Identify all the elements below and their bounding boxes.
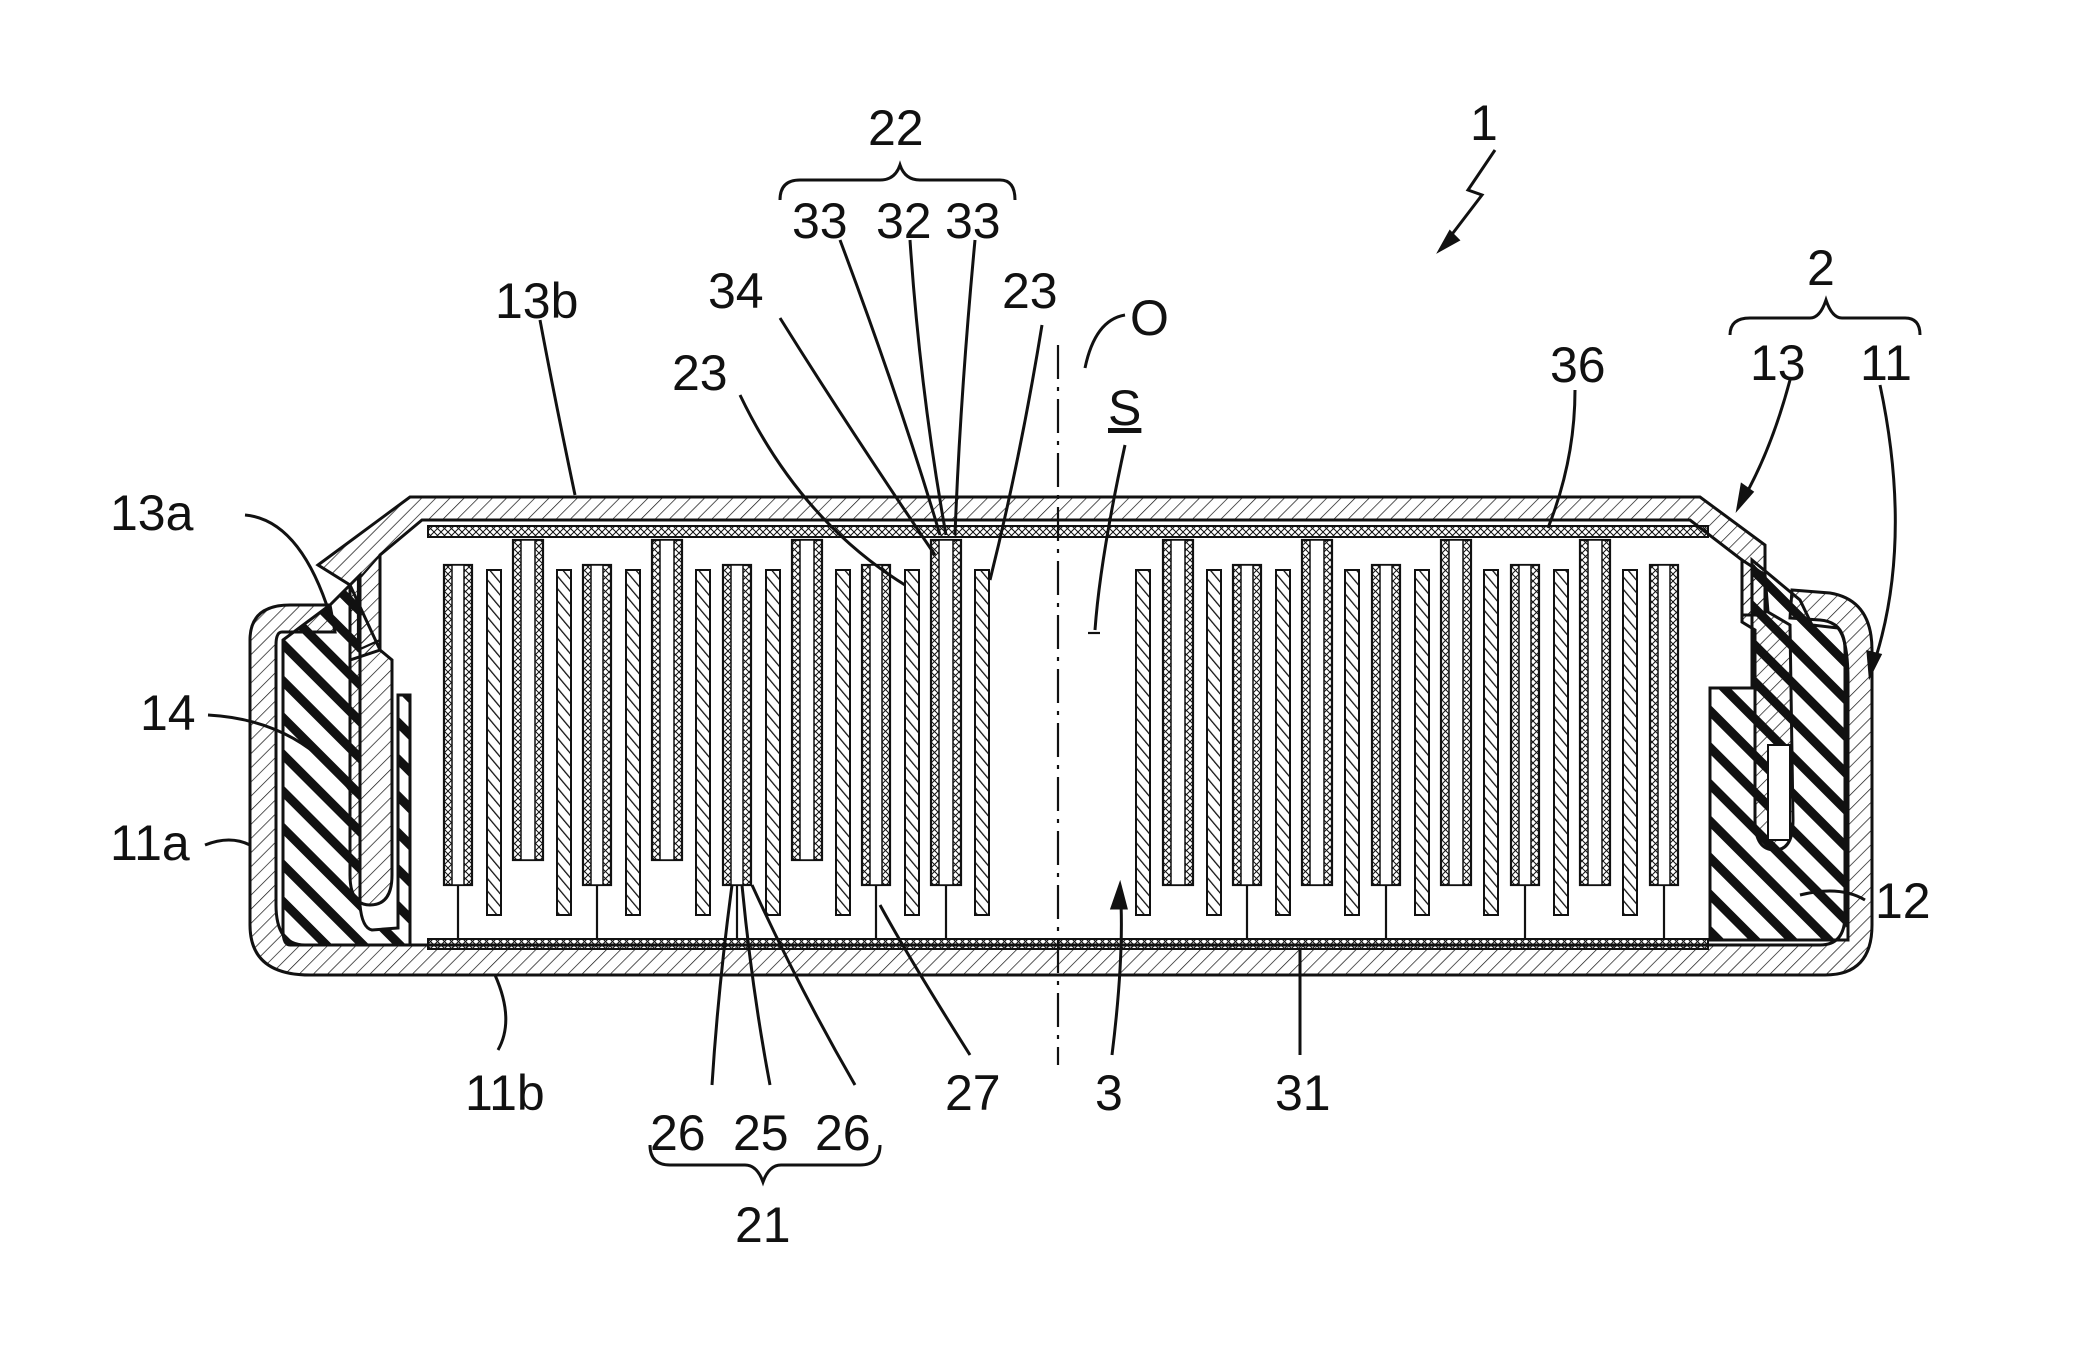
label-22: 22 <box>868 100 924 156</box>
label-13: 13 <box>1750 335 1806 391</box>
label-1: 1 <box>1470 95 1498 151</box>
label-13b: 13b <box>495 273 578 329</box>
label-21: 21 <box>735 1197 791 1253</box>
label-2: 2 <box>1807 240 1835 296</box>
label-36: 36 <box>1550 337 1606 393</box>
label-23-right: 23 <box>1002 263 1058 319</box>
collector-top <box>428 526 1708 537</box>
label-12: 12 <box>1875 873 1931 929</box>
label-26-left: 26 <box>650 1105 706 1161</box>
label-O: O <box>1130 290 1169 346</box>
label-23-left: 23 <box>672 345 728 401</box>
label-31: 31 <box>1275 1065 1331 1121</box>
label-26-right: 26 <box>815 1105 871 1161</box>
label-11: 11 <box>1860 335 1912 391</box>
label-27: 27 <box>945 1065 1001 1121</box>
label-33-right: 33 <box>945 193 1001 249</box>
label-13a: 13a <box>110 485 194 541</box>
electrode-stack-left <box>444 540 989 939</box>
label-11a: 11a <box>110 815 190 871</box>
label-32: 32 <box>876 193 932 249</box>
label-33-left: 33 <box>792 193 848 249</box>
label-3: 3 <box>1095 1065 1123 1121</box>
label-14: 14 <box>140 685 196 741</box>
label-25: 25 <box>733 1105 789 1161</box>
brace-2 <box>1730 300 1920 335</box>
electrode-stack-right <box>1136 540 1678 939</box>
label-11b: 11b <box>465 1065 545 1121</box>
label-34: 34 <box>708 263 764 319</box>
collector-bottom <box>428 939 1708 949</box>
label-S: S <box>1108 380 1141 436</box>
